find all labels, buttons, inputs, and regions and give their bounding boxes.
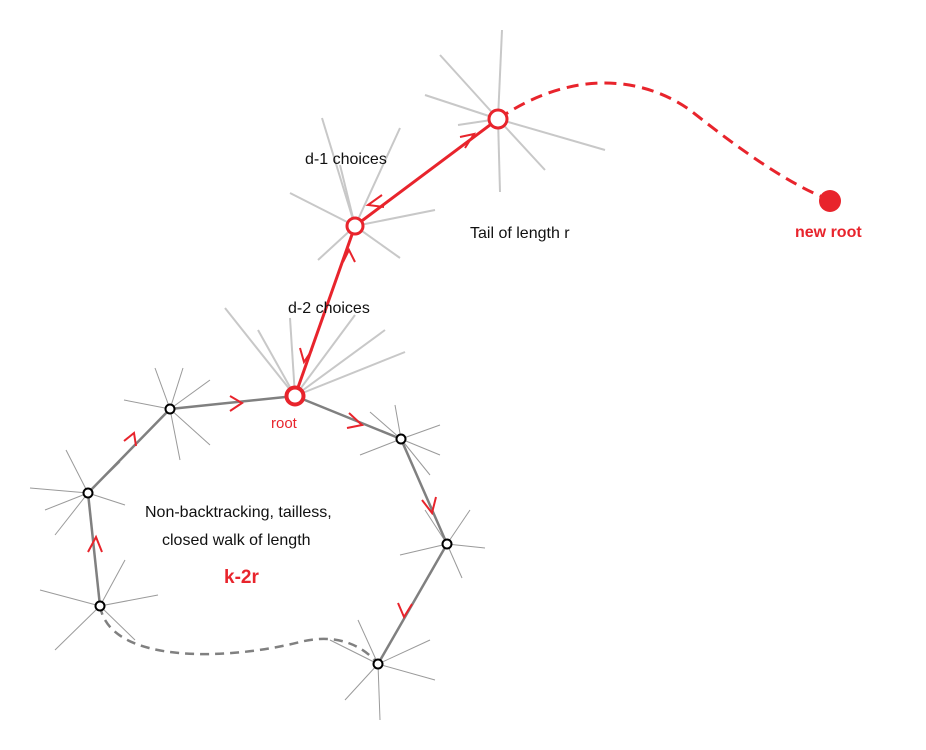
node	[441, 538, 453, 550]
cycle-arrow-6	[87, 534, 103, 553]
cycle-dashed-edge	[98, 605, 379, 665]
cycle-nodes	[82, 403, 453, 670]
node	[164, 403, 176, 415]
cycle-arrow-5	[123, 431, 137, 447]
tail-node-1	[345, 216, 365, 236]
walk-length-label: k-2r	[224, 567, 259, 588]
node	[82, 487, 94, 499]
d2-choices-label: d-2 choices	[288, 300, 370, 317]
root-label: root	[271, 415, 298, 432]
tail-arrow-up-2	[342, 247, 356, 263]
new-root-label: new root	[795, 224, 862, 241]
node	[94, 600, 106, 612]
tail-node-2	[487, 108, 509, 130]
node	[395, 433, 407, 445]
tail-nodes	[345, 108, 509, 236]
walk-description-line1: Non-backtracking, tailless,	[145, 504, 332, 521]
d1-choices-label: d-1 choices	[305, 151, 387, 168]
tail-edges	[293, 117, 499, 397]
cycle-arrow-3	[421, 496, 437, 516]
cycle-edges	[86, 394, 449, 665]
cycle-arrow-2	[346, 412, 365, 429]
root-node	[284, 385, 306, 407]
new-root-node	[819, 190, 841, 212]
cycle-arrow-4	[397, 602, 413, 620]
tail-label: Tail of length r	[470, 225, 570, 242]
cycle-arrow-1	[229, 395, 244, 412]
node	[372, 658, 384, 670]
direction-arrows	[87, 132, 477, 620]
tail-node-spokes	[224, 29, 606, 397]
walk-description-line2: closed walk of length	[162, 532, 311, 549]
tail-arrow-down-2	[299, 347, 313, 365]
tail-arrow-down	[365, 194, 385, 208]
tail-arrow-up	[459, 132, 477, 149]
tail-dashed-edge	[497, 81, 831, 202]
